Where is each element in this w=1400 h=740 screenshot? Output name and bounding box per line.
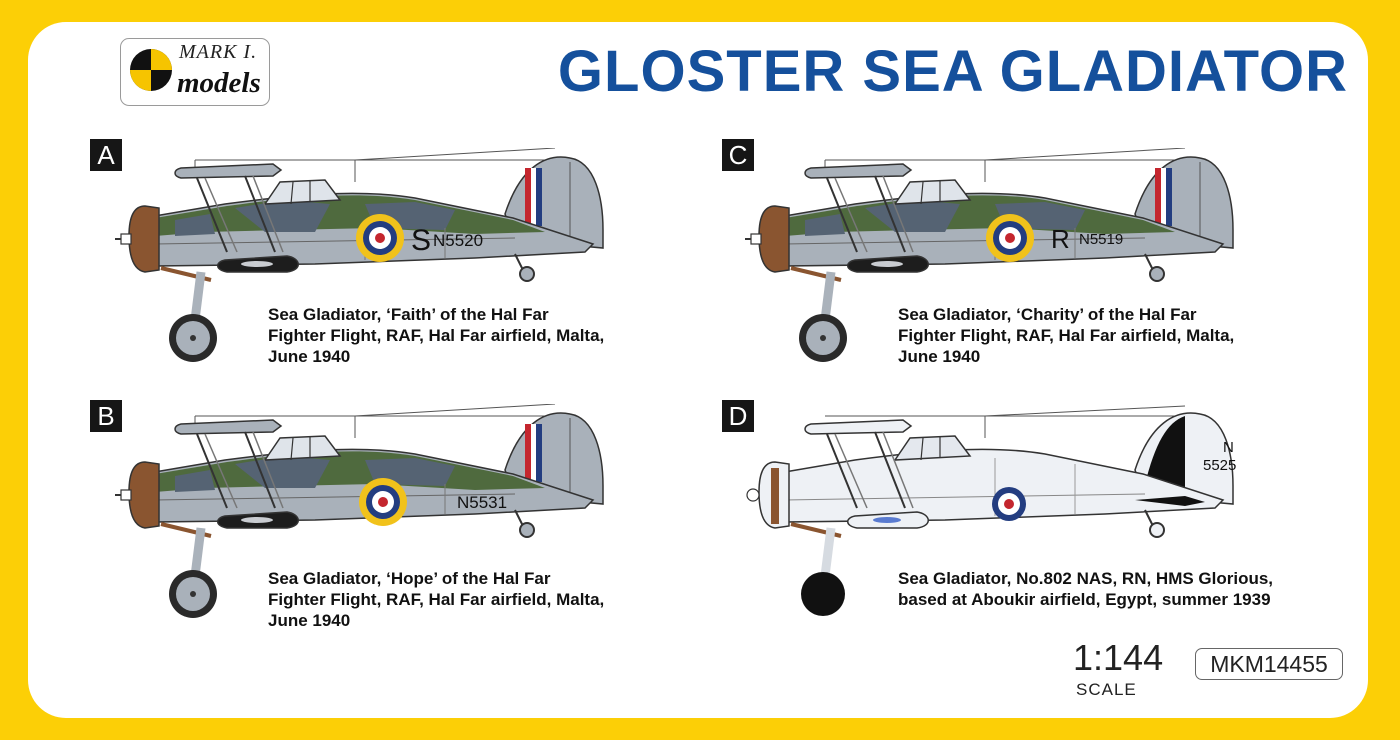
page-title: GLOSTER SEA GLADIATOR [557,39,1348,104]
profile-letter-c: C [722,139,754,171]
profile-letter-a: A [90,139,122,171]
instruction-card [28,22,1368,718]
profile-letter-b: B [90,400,122,432]
logo-models-text: models [177,67,261,99]
aircraft-profile-a: S N5520 [115,148,635,393]
code-letter: S [411,224,431,257]
caption-a: Sea Gladiator, ‘Faith’ of the Hal Far Fi… [268,305,605,366]
aircraft-profile-b: N5531 [115,404,635,649]
serial-number: N5519 [1079,231,1123,248]
caption-c: Sea Gladiator, ‘Charity’ of the Hal Far … [898,305,1235,366]
serial-top: N [1223,439,1234,456]
caption-b: Sea Gladiator, ‘Hope’ of the Hal Far Fig… [268,569,605,630]
profile-letter-d: D [722,400,754,432]
aircraft-profile-c: R N5519 [745,148,1265,393]
serial-number: N5520 [433,231,483,250]
serial-number: N5531 [457,493,507,512]
scale-value: 1:144 [1073,637,1164,678]
product-code-badge: MKM14455 [1195,648,1343,680]
serial-bottom: 5525 [1203,457,1236,474]
caption-d: Sea Gladiator, No.802 NAS, RN, HMS Glori… [898,569,1274,609]
logo-mark-text: MARK I. [179,41,258,63]
aircraft-profile-d: N 5525 [745,404,1265,649]
logo-roundel-icon [130,49,172,91]
code-letter: R [1051,224,1070,254]
scale-label: SCALE [1076,680,1137,699]
mark-i-models-logo: MARK I. models [120,38,270,106]
